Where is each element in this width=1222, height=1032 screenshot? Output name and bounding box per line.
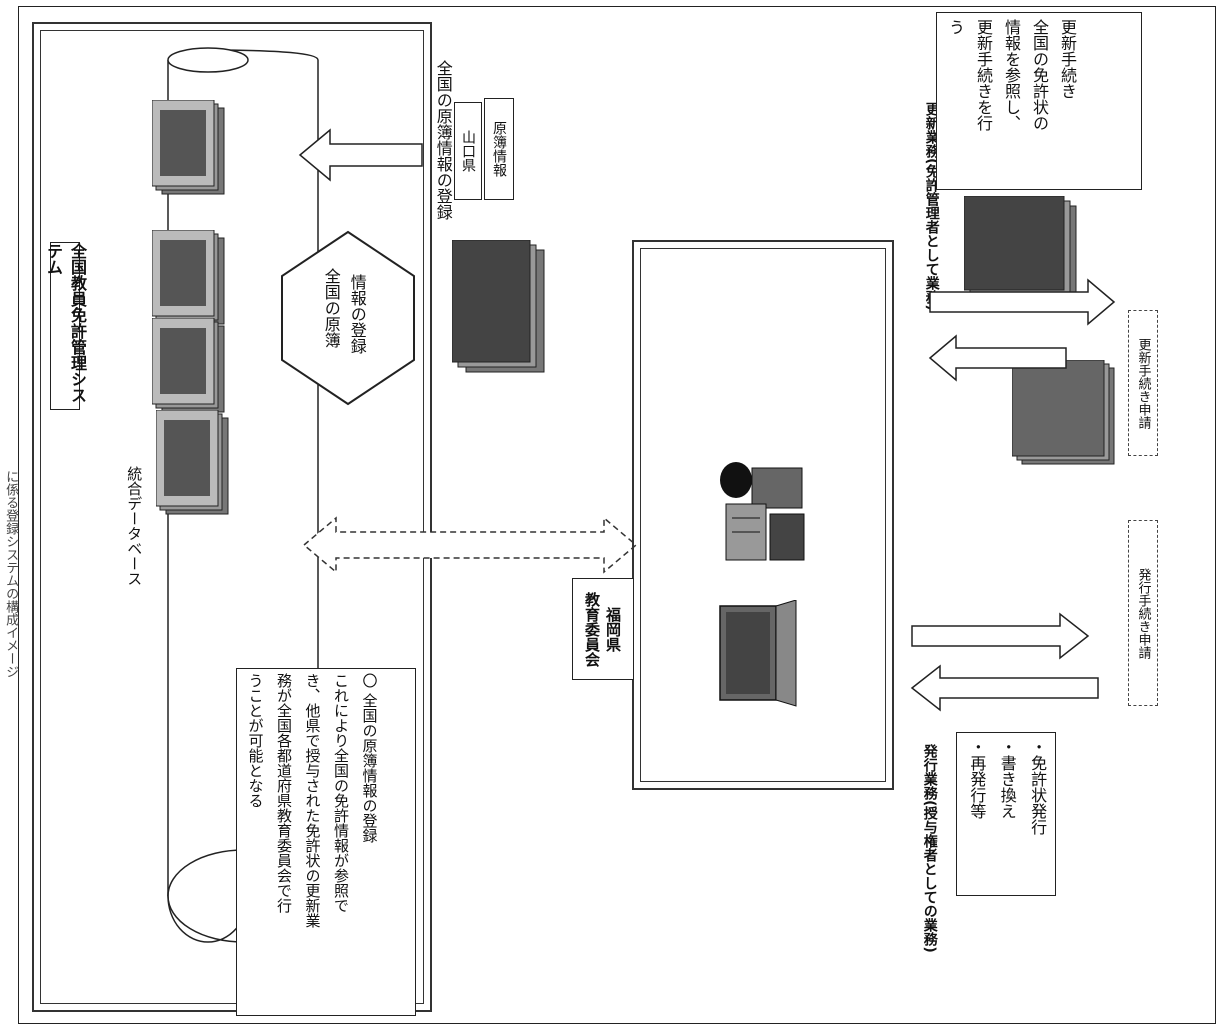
renewal-line-3: 情報を参照し、 xyxy=(1002,19,1021,131)
renewal-line-1: 更新手続き xyxy=(1058,19,1077,99)
renewal-box: 更新手続き 全国の免許状の 情報を参照し、 更新手続きを行 う xyxy=(936,12,1142,190)
tag-genbo: 原簿情報 xyxy=(484,98,514,200)
issue-arrow-left xyxy=(910,664,1099,712)
issue-arrow-right xyxy=(911,612,1090,660)
issue-heading: 発行業務(授与権者としての業務) xyxy=(921,744,938,953)
center-label-2: 教育委員会 xyxy=(583,591,601,667)
system-title: 全国教員免許管理システム xyxy=(44,242,87,410)
system-frame-inner xyxy=(40,30,424,1004)
hexagon-text-2: 情報の登録 xyxy=(347,274,367,354)
center-box-outer xyxy=(632,240,894,790)
database-label: 統合データベース xyxy=(125,466,144,586)
header-cut-text: に係る登録システムの構成イメージ xyxy=(3,470,19,678)
laptop-icon xyxy=(719,600,797,707)
top-registration-label: 全国の原簿情報の登録 xyxy=(433,60,453,220)
doc-stack-1 xyxy=(152,100,225,195)
renewal-arrow-left xyxy=(928,334,1067,382)
issue-apply-box: 発行手続き申請 xyxy=(1128,520,1158,706)
doc-stack-renewal-2 xyxy=(1012,360,1115,465)
note-line-1: 〇 全国の原簿情報の登録 xyxy=(360,673,379,843)
doc-stack-top xyxy=(452,240,545,373)
doc-stack-3 xyxy=(152,318,225,413)
system-frame-outer xyxy=(32,22,432,1012)
issue-line-1: ・免許状発行 xyxy=(1028,739,1048,835)
note-box: 〇 全国の原簿情報の登録 これにより全国の免許情報が参照で き、他県で授与された… xyxy=(236,668,416,1016)
dashed-double-arrow xyxy=(302,516,638,574)
issue-line-2: ・書き換え xyxy=(997,739,1017,819)
renewal-line-5: う xyxy=(946,19,965,35)
doc-stack-2 xyxy=(152,230,225,325)
note-line-3: き、他県で授与された免許状の更新業 xyxy=(303,673,322,928)
issue-box: ・免許状発行 ・書き換え ・再発行等 xyxy=(956,732,1056,896)
renewal-heading: 更新業務(免許管理者として業務) xyxy=(923,102,940,311)
block-arrow-left-top xyxy=(298,128,423,182)
renewal-arrow-right xyxy=(929,278,1116,326)
renewal-line-4: 更新手続きを行 xyxy=(974,19,993,131)
outer-frame xyxy=(18,6,1216,1024)
center-box-inner xyxy=(640,248,886,782)
center-label-1: 福岡県 xyxy=(604,606,622,652)
hexagon-text-1: 全国の原簿 xyxy=(321,268,341,348)
person-at-computer-icon xyxy=(720,462,805,561)
issue-line-3: ・再発行等 xyxy=(967,739,987,819)
note-line-5: うことが可能となる xyxy=(246,673,265,808)
renewal-apply-box: 更新手続き申請 xyxy=(1128,310,1158,456)
note-line-2: これにより全国の免許情報が参照で xyxy=(332,673,350,913)
note-line-4: 務が全国各都道府県教育委員会で行 xyxy=(275,673,293,913)
doc-stack-renewal xyxy=(964,196,1077,301)
registration-hexagon xyxy=(281,230,415,406)
doc-stack-4 xyxy=(156,410,229,515)
tag-yamaguchi: 山口県 xyxy=(454,102,482,200)
center-box-label: 福岡県 教育委員会 xyxy=(572,578,634,680)
renewal-line-2: 全国の免許状の xyxy=(1030,19,1049,131)
